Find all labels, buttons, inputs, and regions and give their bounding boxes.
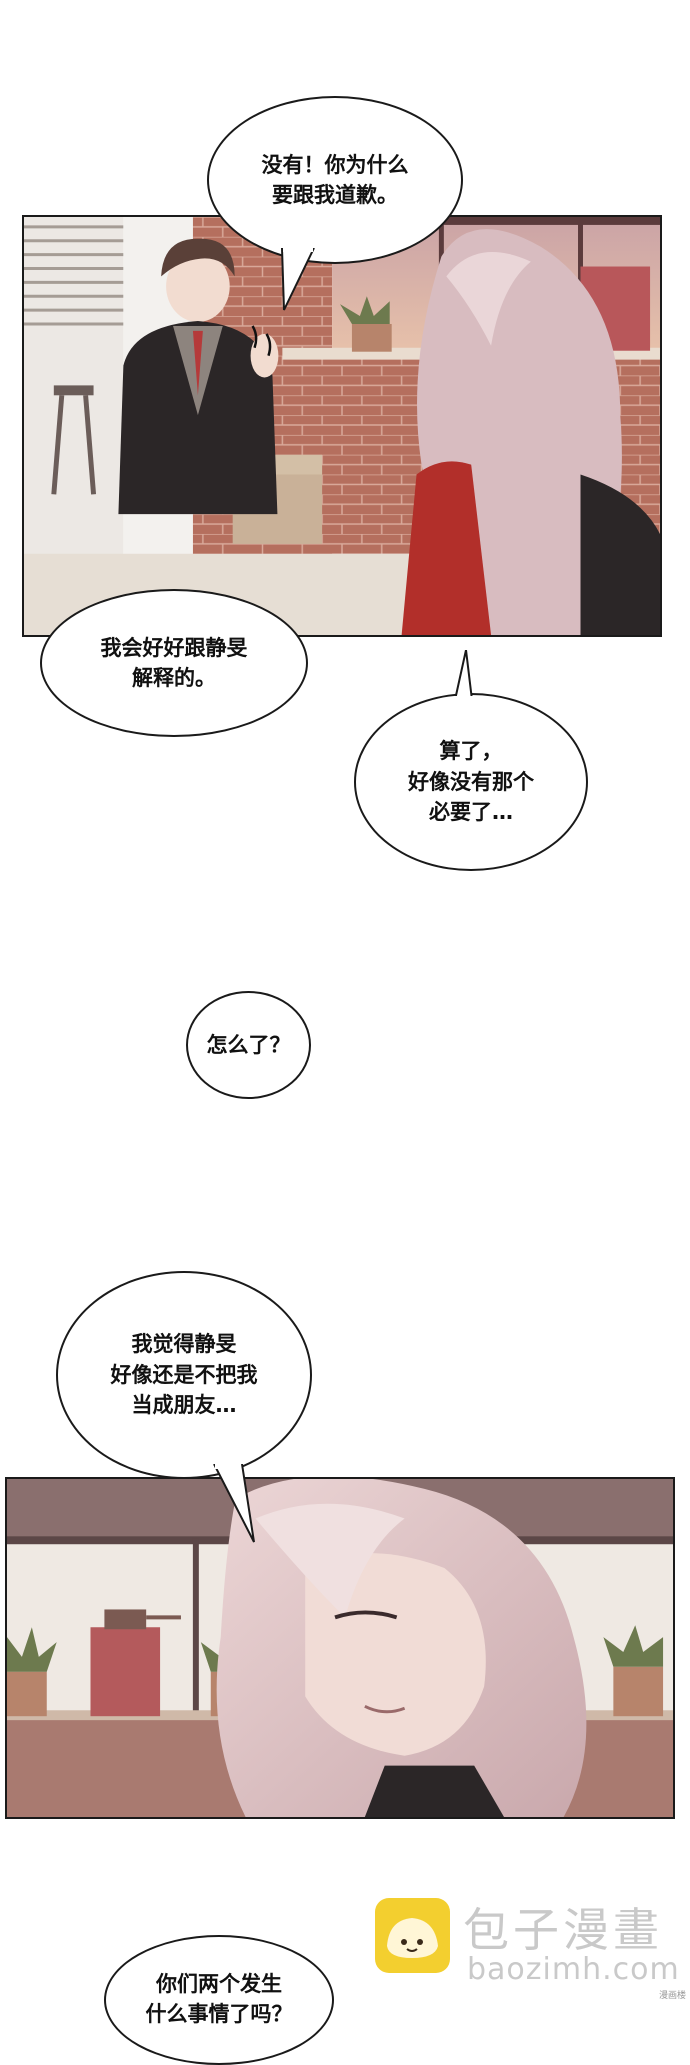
speech-bubble-line: 我觉得静旻 (131, 1332, 237, 1357)
speech-bubble-line: 必要了… (429, 800, 513, 825)
speech-bubble-1: 没有！你为什么 要跟我道歉。 (207, 96, 463, 264)
speech-bubble-line: 好像还是不把我 (110, 1362, 258, 1387)
speech-bubble-line: 解释的。 (132, 666, 216, 690)
bun-logo-icon (375, 1898, 450, 1973)
comic-panel-cafe (22, 215, 662, 637)
speech-bubble-2: 我会好好跟静旻 解释的。 (40, 589, 308, 737)
watermark-small-text: 漫画楼 (658, 1991, 686, 2001)
speech-bubble-line: 要跟我道歉。 (272, 183, 398, 207)
speech-bubble-5-tail (213, 1464, 255, 1543)
comic-panel-closeup (5, 1477, 675, 1819)
watermark-url: baozimh.com (467, 1952, 680, 1987)
speech-bubble-line: 当成朋友… (131, 1393, 237, 1418)
speech-bubble-line: 好像没有那个 (408, 769, 534, 794)
speech-bubble-3-tail (454, 650, 474, 700)
watermark-brand: 包子漫畫 (463, 1903, 663, 1957)
speech-bubble-1-tail (281, 248, 315, 311)
speech-bubble-line: 怎么了？ (206, 1032, 291, 1057)
speech-bubble-line: 什么事情了吗？ (145, 2002, 293, 2027)
speech-bubble-line: 没有！你为什么 (261, 152, 409, 177)
speech-bubble-3: 算了， 好像没有那个 必要了… (354, 693, 588, 871)
speech-bubble-line: 你们两个发生 (156, 1972, 282, 1996)
speech-bubble-5: 我觉得静旻 好像还是不把我 当成朋友… (56, 1271, 312, 1479)
speech-bubble-line: 算了， (439, 739, 503, 764)
closeup-scene-illustration (7, 1479, 673, 1817)
baozimh-watermark: 包子漫畫 baozimh.com (375, 1890, 680, 1998)
cafe-scene-illustration (24, 217, 660, 635)
speech-bubble-4: 怎么了？ (186, 991, 311, 1099)
speech-bubble-6: 你们两个发生 什么事情了吗？ (104, 1935, 334, 2065)
speech-bubble-line: 我会好好跟静旻 (100, 635, 248, 660)
